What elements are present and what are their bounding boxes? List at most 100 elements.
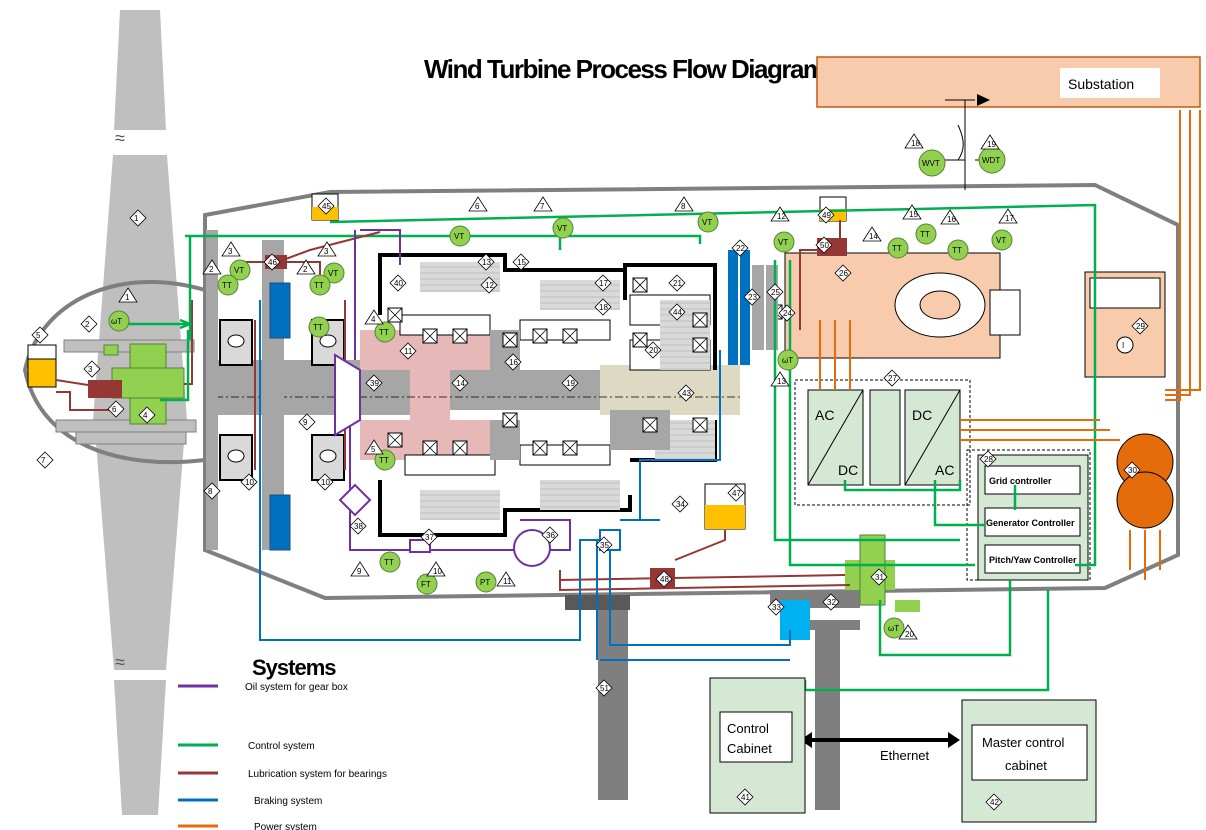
converter-ac-top: AC [815, 407, 834, 423]
equipment-tag-number: 2 [85, 320, 90, 329]
equipment-tag-number: 44 [673, 308, 682, 317]
pt-instrument-label: PT [480, 578, 490, 587]
equipment-tag-number: 14 [456, 379, 465, 388]
converter-dc-bottom: DC [838, 462, 858, 478]
equipment-tag-number: 49 [822, 211, 831, 220]
tt-instrument-label: TT [314, 281, 324, 290]
equipment-tag-number: 11 [404, 347, 413, 356]
vt-instrument-label: VT [557, 224, 567, 233]
instrument-tag-number: 20 [905, 630, 914, 639]
equipment-tag-number: 12 [485, 281, 494, 290]
equipment-tag-number: 10 [321, 478, 330, 487]
page-title: Wind Turbine Process Flow Diagram [424, 54, 825, 84]
converter-dc-top: DC [912, 407, 932, 423]
equipment-tag-number: 27 [888, 374, 897, 383]
svg-text:≈: ≈ [115, 128, 125, 148]
equipment-tag-number: 5 [36, 331, 41, 340]
equipment-tag-number: 8 [208, 487, 213, 496]
wt-instrument-hub: ωT [111, 317, 122, 326]
equipment-tag-number: 34 [676, 500, 685, 509]
instrument-tag-number: 2 [303, 265, 308, 274]
transformer: I [1085, 272, 1173, 528]
converter-ac-bottom: AC [935, 462, 954, 478]
equipment-tag-number: 45 [322, 202, 331, 211]
equipment-tag-number: 33 [772, 603, 781, 612]
tt-instrument-label: TT [313, 323, 323, 332]
instrument-tag-number: 14 [869, 232, 878, 241]
instrument-tag-number: 9 [357, 567, 362, 576]
equipment-tag-number: 42 [990, 798, 999, 807]
brake-disc [728, 250, 778, 365]
equipment-tag-number: 38 [354, 522, 363, 531]
equipment-tag-number: 18 [599, 303, 608, 312]
controllers: Grid controller Generator Controller Pit… [967, 450, 1090, 580]
ethernet-label: Ethernet [880, 748, 930, 763]
control-cabinet-line2: Cabinet [727, 741, 772, 756]
instrument-tag-number: 12 [777, 212, 786, 221]
instrument-tag-number: 5 [371, 445, 376, 454]
legend: Systems Oil system for gear boxControl s… [178, 655, 387, 830]
equipment-tag-number: 50 [820, 241, 829, 250]
equipment-tag-number: 13 [482, 258, 491, 267]
vt-instrument-label: VT [778, 238, 788, 247]
instrument-tag-number: 3 [324, 247, 329, 256]
converter: AC DC DC AC [795, 380, 970, 505]
equipment-tag-number: 22 [736, 244, 745, 253]
current-meter: I [1122, 341, 1124, 350]
equipment-tag-number: 37 [425, 533, 434, 542]
instrument-tag-number: 17 [1005, 214, 1014, 223]
pitch-yaw-controller-label: Pitch/Yaw Controller [989, 555, 1077, 565]
equipment-tag-number: 4 [143, 411, 148, 420]
equipment-tag-number: 1 [134, 214, 139, 223]
grid-controller-label: Grid controller [989, 476, 1052, 486]
control-cabinet[interactable]: Control Cabinet [710, 678, 805, 813]
equipment-tag-number: 19 [566, 379, 575, 388]
control-cabinet-line1: Control [727, 721, 769, 736]
master-control-cabinet[interactable]: Master control cabinet [962, 700, 1096, 822]
equipment-tag-number: 6 [112, 405, 117, 414]
tt-instrument-label: TT [892, 244, 902, 253]
instrument-tag-number: 15 [909, 210, 918, 219]
equipment-tag-number: 30 [1128, 466, 1137, 475]
equipment-tag-number: 24 [783, 309, 792, 318]
equipment-tag-number: 40 [394, 279, 403, 288]
instrument-tag-number: 1 [125, 293, 130, 302]
master-cabinet-line2: cabinet [1005, 758, 1047, 773]
vt-instrument-label: VT [454, 232, 464, 241]
tt-instrument-label: TT [222, 281, 232, 290]
master-cabinet-line1: Master control [982, 735, 1064, 750]
instrument-tag-number: 8 [681, 202, 686, 211]
instrument-tag-number: 13 [777, 377, 786, 386]
substation-label: Substation [1068, 76, 1134, 92]
legend-item: Power system [254, 822, 317, 830]
equipment-tag-number: 15 [517, 258, 526, 267]
equipment-tag-number: 41 [741, 793, 750, 802]
equipment-tag-number: 26 [839, 269, 848, 278]
legend-item: Control system [248, 741, 315, 752]
equipment-tag-number: 31 [875, 573, 884, 582]
equipment-tag-number: 39 [370, 379, 379, 388]
equipment-tag-number: 35 [600, 541, 609, 550]
instrument-tag-number: 19 [987, 140, 996, 149]
instrument-tag-number: 4 [371, 315, 376, 324]
ft-instrument-label: FT [421, 580, 431, 589]
tt-instrument-label: TT [379, 328, 389, 337]
svg-text:≈: ≈ [115, 652, 125, 672]
instrument-tag-number: 6 [475, 202, 480, 211]
wt2-instrument-label: ωT [782, 356, 793, 365]
instrument-tag-number: 7 [540, 202, 545, 211]
vt-instrument-label: VT [702, 218, 712, 227]
wdt-instrument: WDT [982, 156, 1000, 165]
equipment-tag-number: 43 [682, 389, 691, 398]
equipment-tag-number: 36 [546, 531, 555, 540]
equipment-tag-number: 48 [660, 575, 669, 584]
instrument-tag-number: 2 [209, 265, 214, 274]
generator-controller-label: Generator Controller [986, 518, 1075, 528]
tt-instrument-label: TT [952, 246, 962, 255]
legend-heading: Systems [252, 655, 336, 680]
legend-item: Braking system [254, 796, 322, 807]
equipment-tag-number: 29 [1136, 322, 1145, 331]
equipment-tag-number: 32 [827, 598, 836, 607]
tt-instrument-label: TT [379, 456, 389, 465]
